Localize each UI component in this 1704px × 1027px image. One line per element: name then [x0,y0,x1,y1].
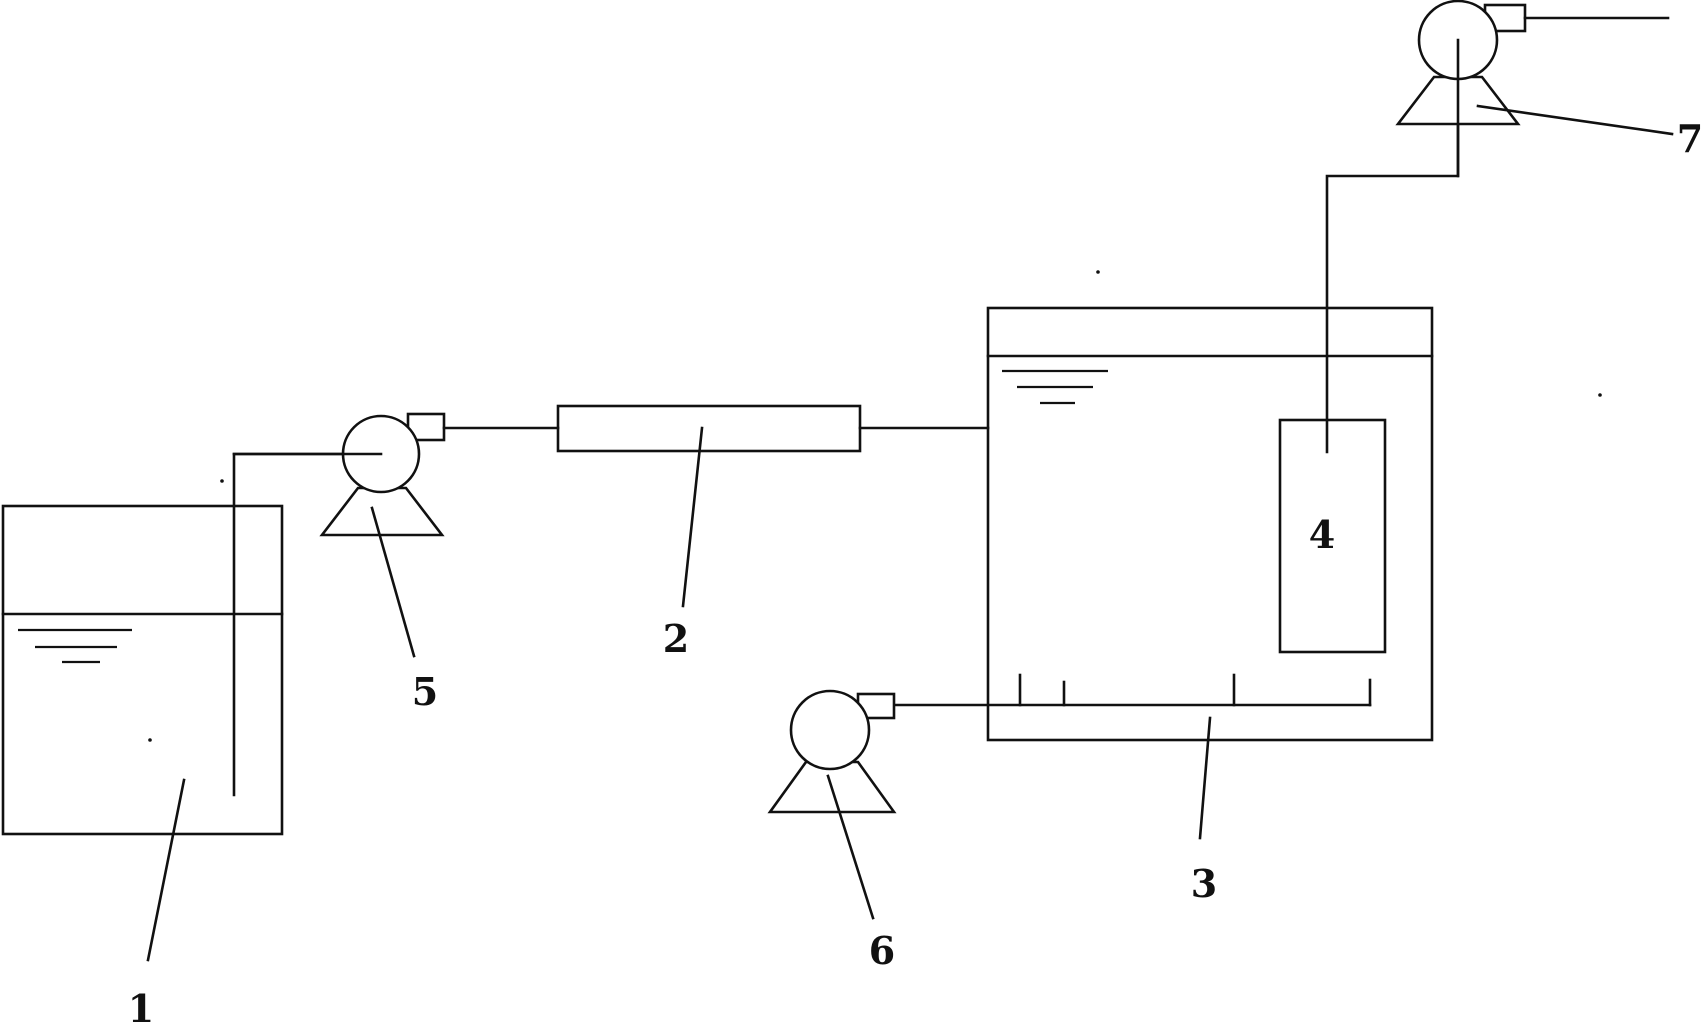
label-3: 3 [1191,861,1217,906]
stray-dot [1598,393,1602,397]
air-blower-housing [789,689,871,771]
air-blower [767,689,897,814]
stray-dot [220,479,224,483]
reactor-tank-body [986,306,1434,742]
leader-line-5 [370,506,416,658]
feed-tank-body [1,504,284,836]
leader-line-1 [146,778,186,962]
label-2: 2 [663,616,689,661]
membrane-module [1278,418,1387,654]
label-5: 5 [412,669,438,714]
reactor-tank [986,306,1434,742]
leader-line-7 [1476,104,1674,136]
stray-dot [1096,270,1100,274]
leader-line-2 [681,426,704,608]
stray-dot [148,738,152,742]
label-1: 1 [128,986,154,1027]
tubular-element [556,404,862,453]
label-7: 7 [1677,116,1703,161]
leader-line-6 [826,774,875,920]
feed-pump [232,412,446,537]
suction-pump [1395,0,1670,178]
label-6: 6 [869,928,895,973]
feed-tank [1,504,284,836]
leader-line-3 [1198,716,1212,840]
aeration-diffuser [892,673,1372,707]
label-4: 4 [1309,512,1335,557]
feed-pump-base [319,486,445,537]
